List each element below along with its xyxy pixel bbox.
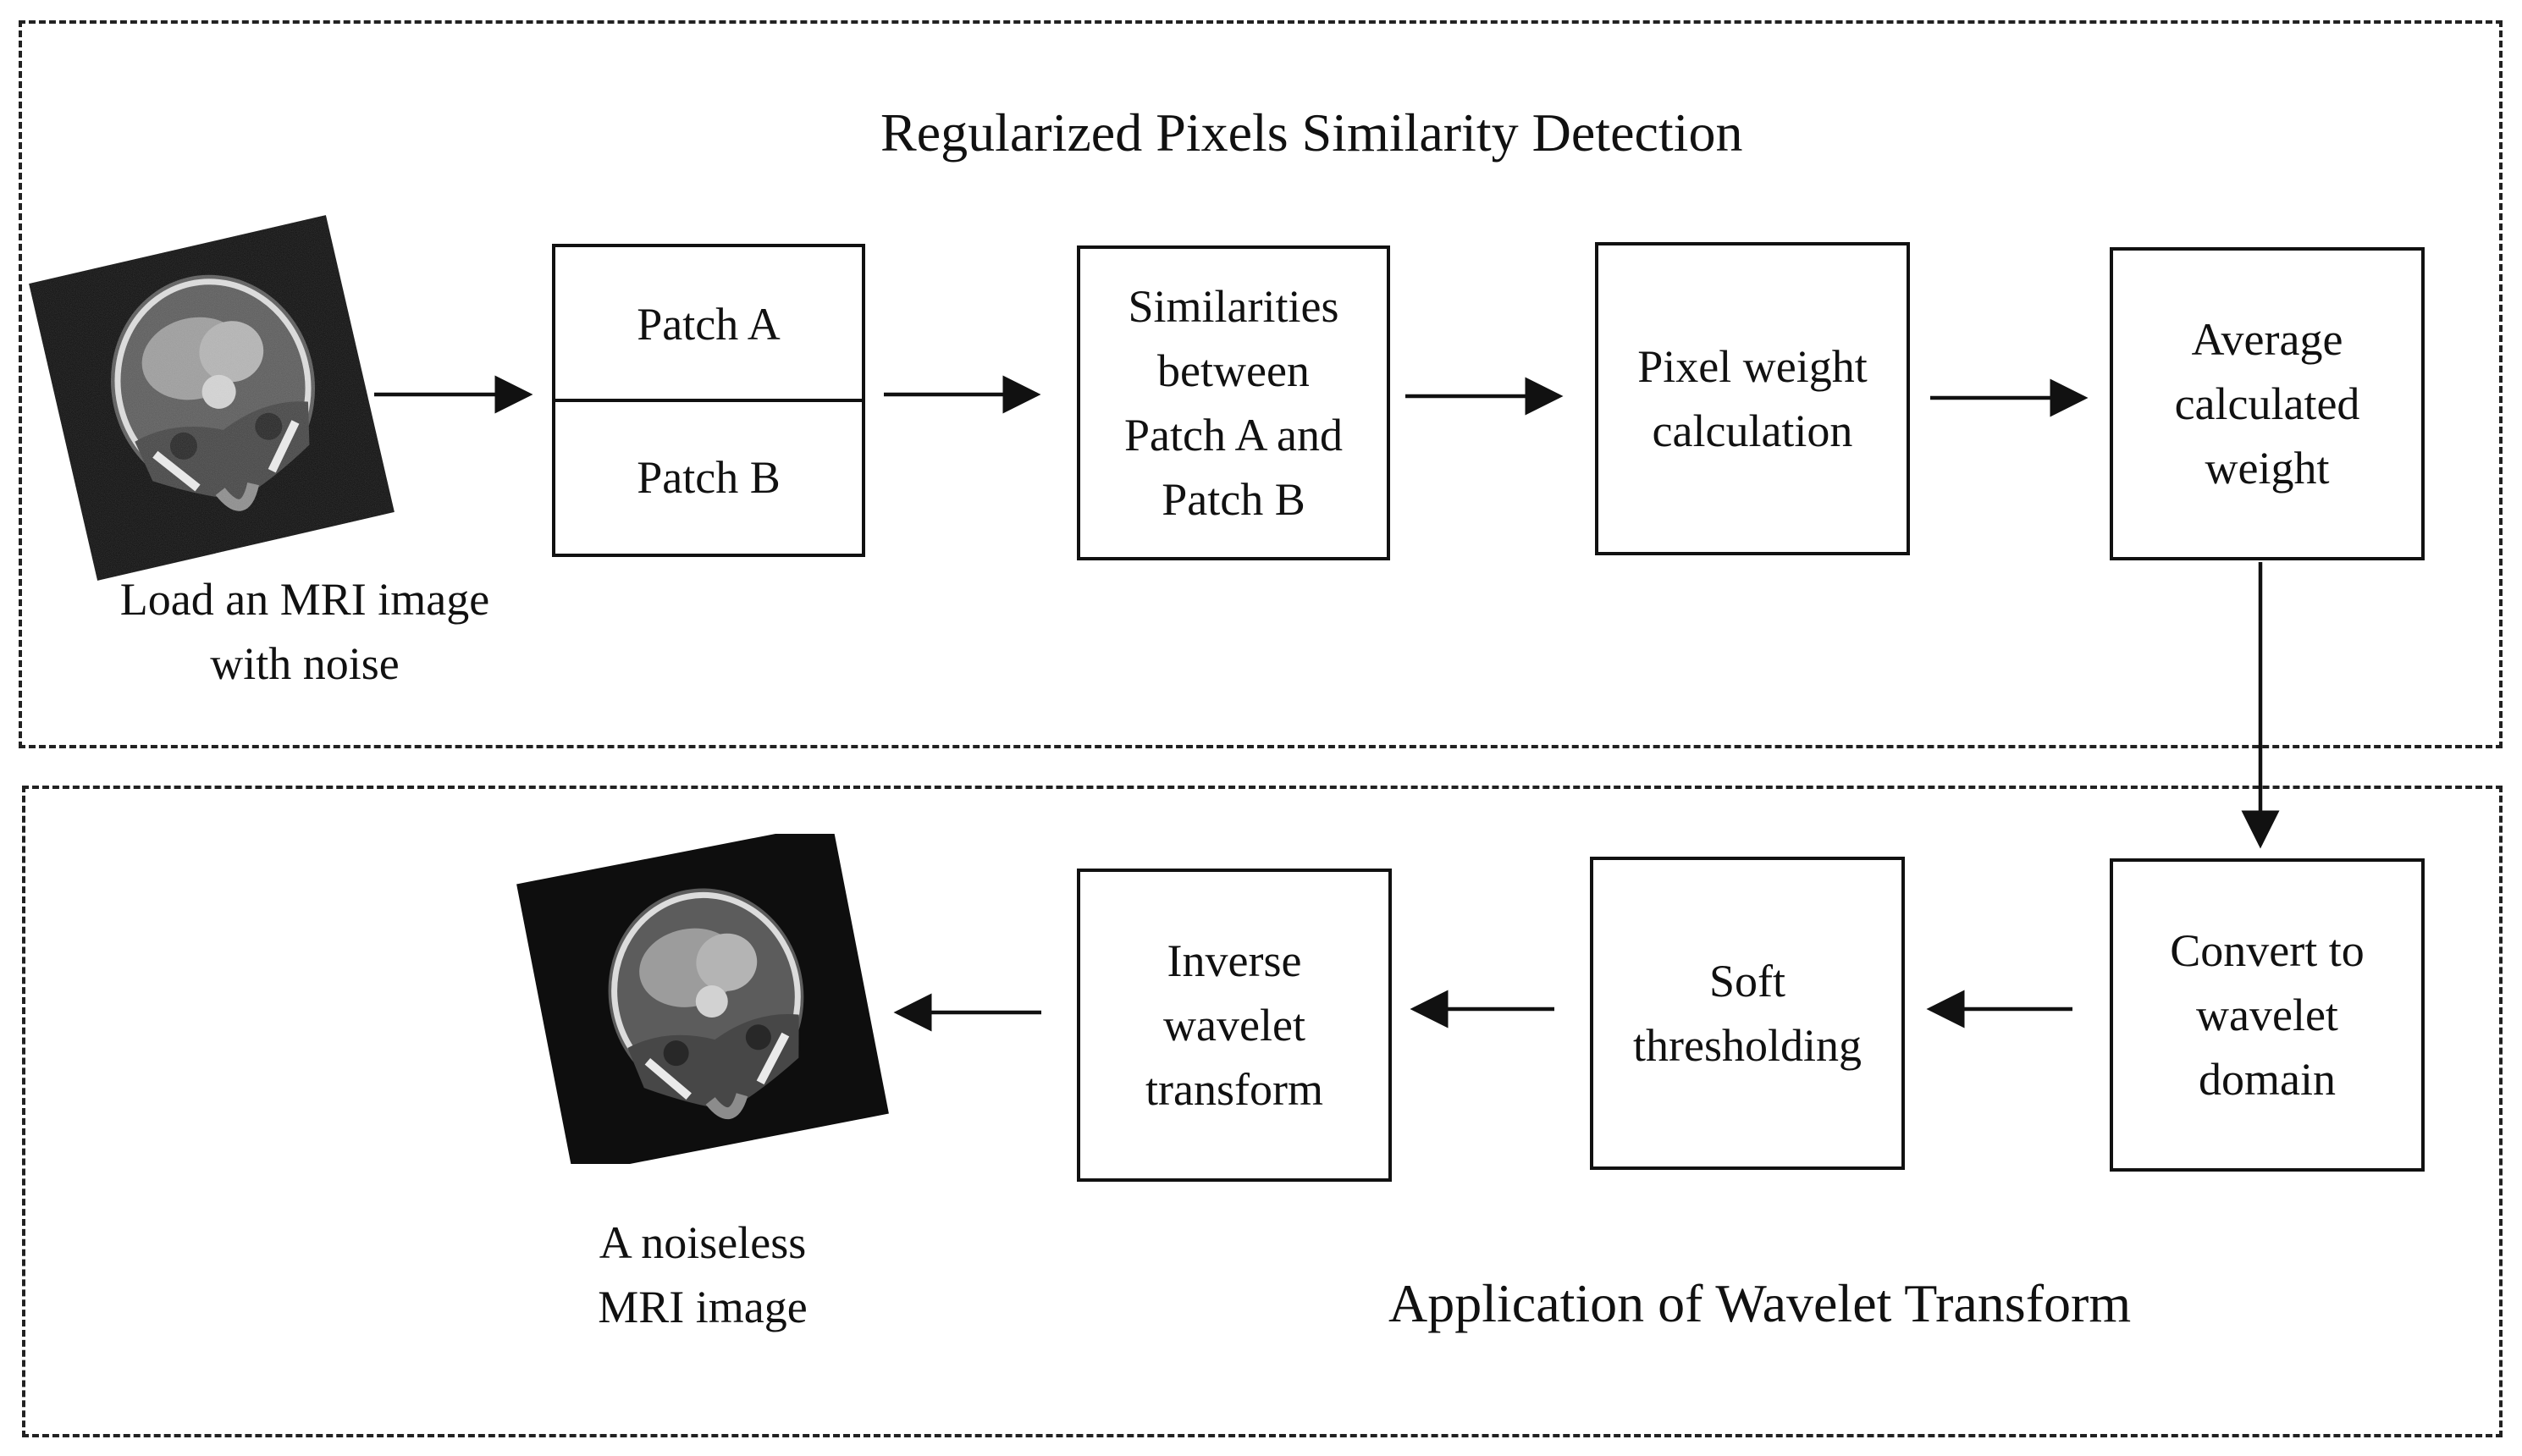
average-weight-box: Average calculated weight (2110, 247, 2425, 560)
similarities-box: Similarities between Patch A and Patch B (1077, 245, 1390, 560)
convert-wavelet-box: Convert to wavelet domain (2110, 858, 2425, 1172)
similarity-detection-title: Regularized Pixels Similarity Detection (880, 102, 1743, 163)
pixel-weight-box: Pixel weight calculation (1595, 242, 1910, 555)
similarities-label: Similarities between Patch A and Patch B (1124, 281, 1343, 525)
noiseless-mri-image (516, 834, 889, 1164)
patch-divider (555, 399, 862, 402)
pixel-weight-label: Pixel weight calculation (1637, 341, 1868, 456)
soft-threshold-box: Soft thresholding (1590, 857, 1905, 1170)
similarity-detection-region (19, 20, 2503, 748)
brain-slice-clean (608, 888, 804, 1120)
wavelet-transform-region (22, 786, 2503, 1437)
patch-box: Patch A Patch B (552, 244, 865, 557)
inverse-wavelet-box: Inverse wavelet transform (1077, 869, 1392, 1182)
noisy-mri-image (29, 215, 395, 581)
average-weight-label: Average calculated weight (2174, 314, 2360, 494)
soft-threshold-label: Soft thresholding (1633, 956, 1862, 1071)
output-image-caption: A noiseless MRI image (598, 1217, 808, 1332)
inverse-wavelet-label: Inverse wavelet transform (1145, 935, 1323, 1115)
convert-wavelet-label: Convert to wavelet domain (2170, 925, 2365, 1105)
wavelet-transform-title: Application of Wavelet Transform (1388, 1273, 2132, 1333)
patch-b-label: Patch B (637, 451, 781, 503)
patch-a-label: Patch A (637, 298, 781, 350)
input-image-caption: Load an MRI image with noise (119, 574, 490, 689)
